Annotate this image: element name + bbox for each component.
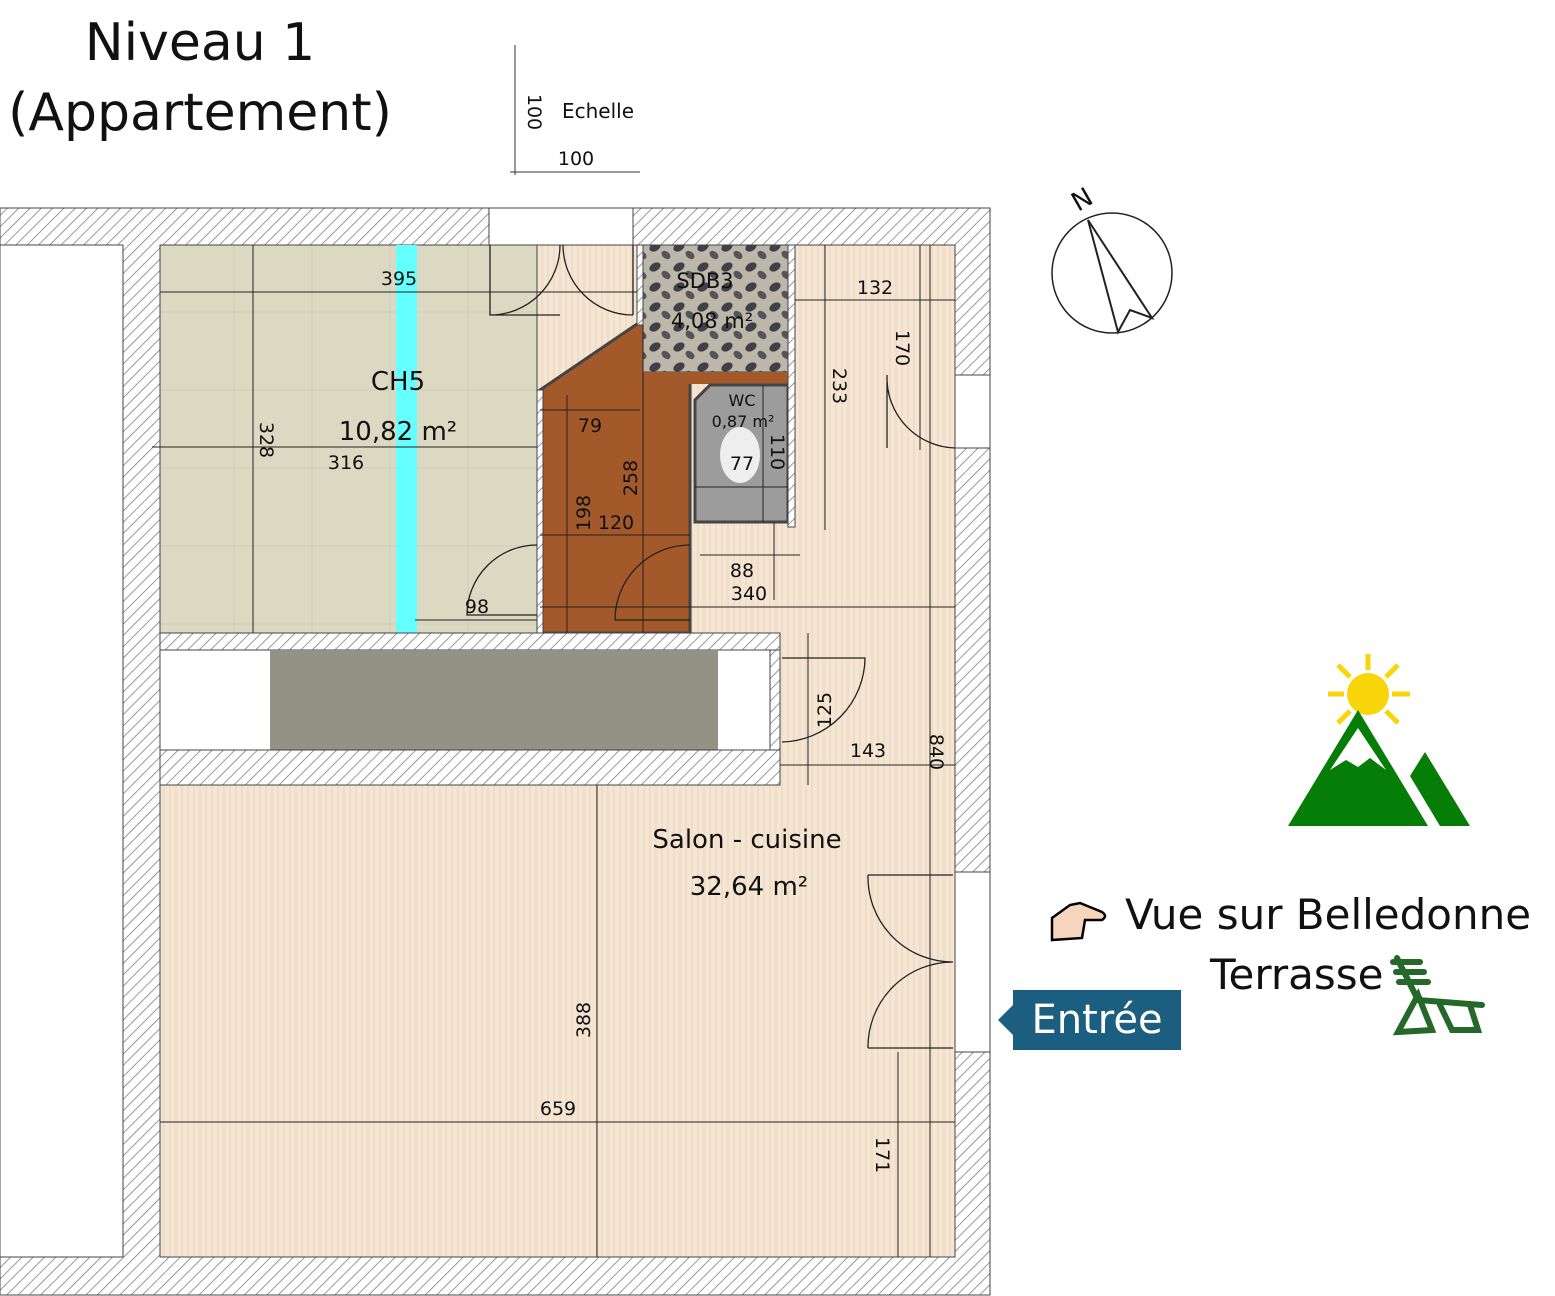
dim-258: 258 <box>620 460 642 496</box>
room-ch5 <box>159 244 538 634</box>
dim-316: 316 <box>328 452 364 474</box>
dim-77: 77 <box>730 453 754 475</box>
dim-120: 120 <box>598 512 634 534</box>
title-line-1: Niveau 1 <box>84 13 316 73</box>
dim-171: 171 <box>871 1137 893 1173</box>
dim-840: 840 <box>925 734 947 770</box>
room-wc-name: WC <box>729 391 756 410</box>
window-right <box>954 374 991 449</box>
view-annotation: Vue sur Belledonne <box>1125 890 1532 939</box>
entrance-label: Entrée <box>1013 990 1181 1050</box>
scale-label: Echelle <box>562 99 634 123</box>
plan-title: Niveau 1 (Appartement) <box>0 8 400 148</box>
title-line-2: (Appartement) <box>8 83 392 143</box>
room-salon-name: Salon - cuisine <box>652 825 841 855</box>
toilet-icon <box>720 427 760 483</box>
dimension-labels: 395 328 316 98 79 258 198 120 77 110 88 … <box>255 268 947 1173</box>
compass-icon: N <box>1051 182 1173 335</box>
dim-88: 88 <box>730 560 754 582</box>
dim-110: 110 <box>766 434 788 470</box>
room-ch5-name: CH5 <box>371 367 425 397</box>
dim-659: 659 <box>540 1098 576 1120</box>
closet-storage <box>270 650 718 750</box>
terrace-annotation: Terrasse <box>1210 950 1384 999</box>
dim-132: 132 <box>857 277 893 299</box>
dim-198: 198 <box>573 495 595 531</box>
dim-340: 340 <box>731 583 767 605</box>
scale-indicator: 100 Echelle 100 <box>510 45 640 175</box>
dim-233: 233 <box>828 368 850 404</box>
dim-79: 79 <box>578 415 602 437</box>
compass-north: N <box>1067 182 1099 218</box>
room-ch5-area: 10,82 m² <box>339 417 457 447</box>
dim-395: 395 <box>381 268 417 290</box>
entry-opening <box>954 871 991 1053</box>
dim-98: 98 <box>465 596 489 618</box>
room-wc-area: 0,87 m² <box>712 412 775 431</box>
room-sdb3-name: SDB3 <box>676 269 733 293</box>
entrance-arrow-icon <box>998 1005 1013 1035</box>
room-salon-area: 32,64 m² <box>690 872 808 902</box>
dim-125: 125 <box>814 692 836 728</box>
dim-143: 143 <box>850 740 886 762</box>
dim-388: 388 <box>573 1002 595 1038</box>
scale-horizontal: 100 <box>558 148 594 170</box>
scale-vertical: 100 <box>523 94 545 130</box>
top-opening <box>488 207 634 246</box>
dimension-lines <box>152 245 955 1257</box>
pointing-hand-icon <box>1050 901 1107 942</box>
lounge-chair-icon <box>1390 955 1485 1036</box>
door-swings <box>466 244 956 1049</box>
dim-328: 328 <box>255 422 277 458</box>
dim-170: 170 <box>891 330 913 366</box>
room-sdb3-area: 4,08 m² <box>671 309 753 333</box>
cyan-marker <box>396 245 417 633</box>
mountain-sun-icon <box>1288 654 1470 826</box>
